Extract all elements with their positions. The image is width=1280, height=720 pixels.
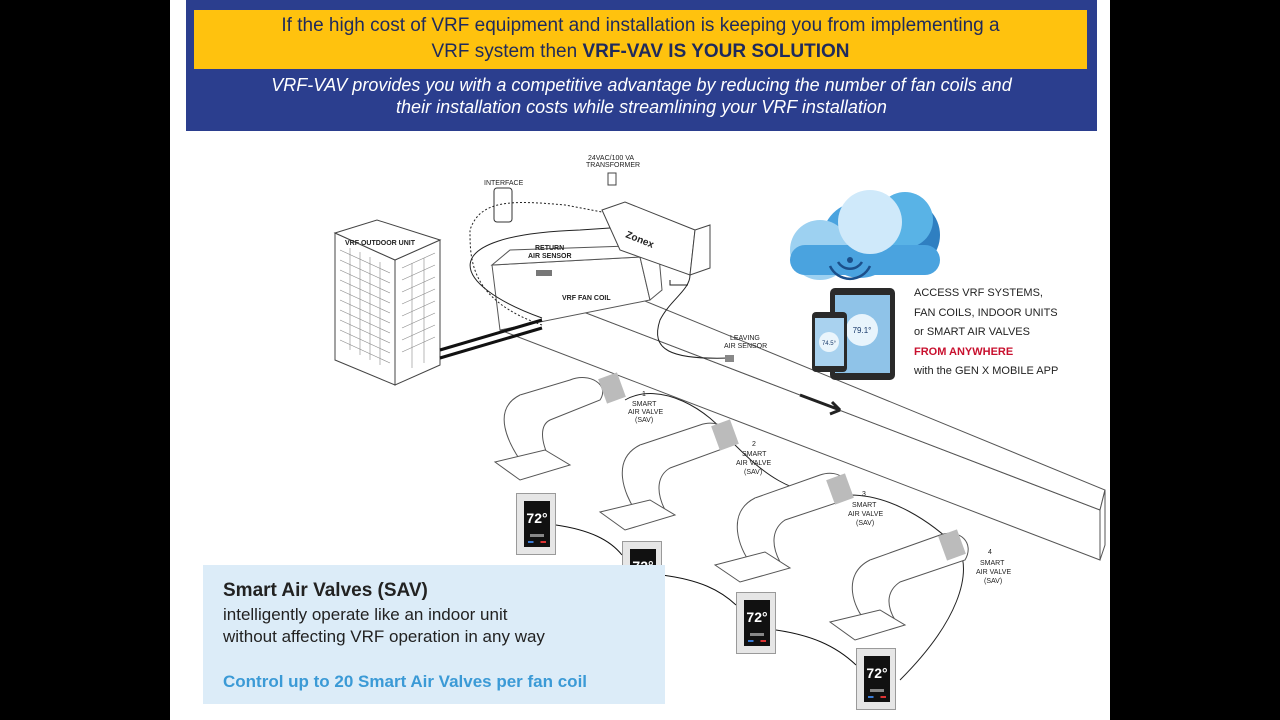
interface-label: INTERFACE bbox=[484, 180, 524, 187]
airflow-arrow-icon bbox=[799, 393, 842, 416]
thermostat-wiring bbox=[555, 524, 857, 666]
app-promo: ACCESS VRF SYSTEMS, FAN COILS, INDOOR UN… bbox=[914, 284, 1104, 382]
thermostat-screen: 72° bbox=[864, 656, 890, 702]
phone-temp: 74.5° bbox=[822, 341, 837, 347]
tablet-temp: 79.1° bbox=[853, 326, 872, 335]
app-promo-line2: FAN COILS, INDOOR UNITS bbox=[914, 306, 1058, 319]
valve-line2-2: AIR VALVE bbox=[736, 460, 771, 467]
transformer-icon bbox=[607, 172, 617, 186]
phone-device: 74.5° bbox=[812, 312, 847, 372]
info-title: Smart Air Valves (SAV) bbox=[223, 580, 428, 601]
valve-number-2: 2 bbox=[752, 441, 756, 448]
branch-duct-1 bbox=[493, 372, 626, 481]
valve-line1-2: SMART bbox=[742, 451, 767, 458]
thermostat-1: 72° bbox=[516, 493, 556, 555]
valve-label-2: 2 SMART AIR VALVE (SAV) bbox=[736, 441, 771, 476]
subtitle-line2: their installation costs while streamlin… bbox=[396, 97, 887, 117]
return-sensor-label-line1: RETURN bbox=[535, 245, 564, 252]
valve-line3-4: (SAV) bbox=[984, 578, 1002, 585]
system-diagram: VRF FAN COIL VRF OUTDOOR UNIT bbox=[333, 155, 1106, 681]
interface-device bbox=[493, 187, 513, 223]
thermostat-temp: 72° bbox=[526, 510, 548, 526]
branch-duct-4 bbox=[828, 529, 969, 641]
outdoor-unit-label: VRF OUTDOOR UNIT bbox=[345, 240, 416, 247]
thermostat-3: 72° bbox=[736, 592, 776, 654]
return-sensor-label-line2: AIR SENSOR bbox=[528, 253, 572, 260]
valve-line1-4: SMART bbox=[980, 560, 1005, 567]
banner-subtitle: VRF-VAV provides you with a competitive … bbox=[186, 74, 1097, 118]
transformer-label-line1: 24VAC/100 VA bbox=[588, 155, 634, 162]
thermostat-temp: 72° bbox=[866, 665, 888, 681]
info-box: Smart Air Valves (SAV) intelligently ope… bbox=[203, 565, 665, 704]
valve-line2-3: AIR VALVE bbox=[848, 511, 883, 518]
valve-number-3: 3 bbox=[862, 491, 866, 498]
app-promo-line1: ACCESS VRF SYSTEMS, bbox=[914, 287, 1043, 299]
thermostat-screen: 72° bbox=[524, 501, 550, 547]
header-banner: If the high cost of VRF equipment and in… bbox=[186, 0, 1097, 131]
valve-line2-1: AIR VALVE bbox=[628, 409, 663, 416]
headline-line2: VRF system then bbox=[431, 41, 583, 62]
info-cta: Control up to 20 Smart Air Valves per fa… bbox=[223, 672, 588, 691]
diagram-canvas: If the high cost of VRF equipment and in… bbox=[170, 0, 1110, 720]
thermostat-screen: 72° bbox=[744, 600, 770, 646]
info-line1: intelligently operate like an indoor uni… bbox=[223, 605, 508, 624]
valve-line1-1: SMART bbox=[632, 401, 657, 408]
thermostat-4: 72° bbox=[856, 648, 896, 710]
cloud-icon bbox=[790, 190, 940, 281]
leaving-sensor-label-line1: LEAVING bbox=[730, 335, 760, 342]
valve-label-1: 1 SMART AIR VALVE (SAV) bbox=[628, 391, 663, 424]
valve-number-1: 1 bbox=[642, 391, 646, 398]
valve-line3-1: (SAV) bbox=[635, 417, 653, 424]
valve-line3-2: (SAV) bbox=[744, 469, 762, 476]
valve-label-3: 3 SMART AIR VALVE (SAV) bbox=[848, 491, 883, 527]
info-line2: without affecting VRF operation in any w… bbox=[223, 627, 545, 646]
valve-label-4: 4 SMART AIR VALVE (SAV) bbox=[976, 549, 1011, 585]
leaving-sensor-label-line2: AIR SENSOR bbox=[724, 343, 767, 350]
app-promo-line3: or SMART AIR VALVES bbox=[914, 326, 1030, 338]
outdoor-unit bbox=[333, 219, 442, 386]
valve-number-4: 4 bbox=[988, 549, 992, 556]
subtitle-line1: VRF-VAV provides you with a competitive … bbox=[271, 75, 1012, 95]
valve-line2-4: AIR VALVE bbox=[976, 569, 1011, 576]
headline-emphasis: VRF-VAV IS YOUR SOLUTION bbox=[582, 41, 850, 62]
fan-coil-label: VRF FAN COIL bbox=[562, 295, 611, 302]
leaving-sensor-icon bbox=[725, 355, 734, 362]
valve-line3-3: (SAV) bbox=[856, 520, 874, 527]
transformer-label-line2: TRANSFORMER bbox=[586, 162, 640, 169]
branch-duct-2 bbox=[598, 419, 739, 531]
zonex-controller bbox=[601, 201, 711, 276]
valve-line1-3: SMART bbox=[852, 502, 877, 509]
headline-line1: If the high cost of VRF equipment and in… bbox=[281, 15, 1000, 36]
branch-duct-3 bbox=[713, 472, 854, 583]
app-promo-line5: with the GEN X MOBILE APP bbox=[914, 365, 1059, 377]
app-promo-highlight: FROM ANYWHERE bbox=[914, 345, 1014, 358]
headline-box: If the high cost of VRF equipment and in… bbox=[194, 10, 1087, 69]
thermostat-temp: 72° bbox=[746, 609, 768, 625]
refrigerant-lines bbox=[439, 318, 543, 360]
